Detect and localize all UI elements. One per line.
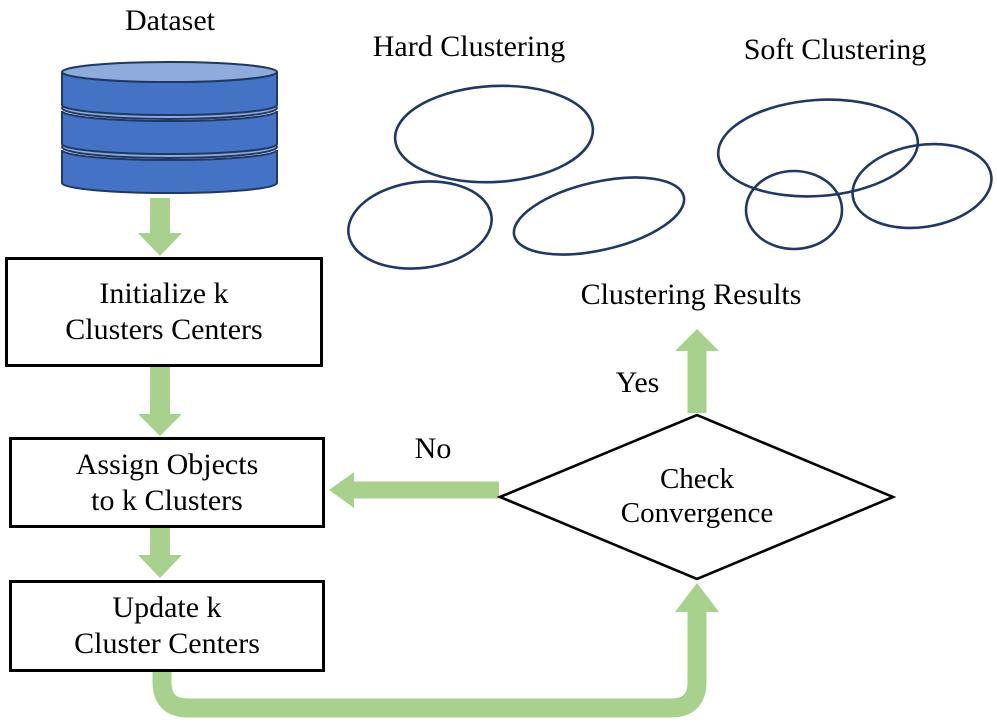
yes-label: Yes [615, 366, 660, 399]
hard-clustering-ellipses [347, 84, 686, 270]
cluster-ellipse [393, 84, 595, 184]
soft-clustering-ellipses [716, 98, 993, 251]
step-update-box: Update k Cluster Centers [9, 580, 325, 672]
decision-diamond [496, 413, 897, 581]
step-assign-label: Assign Objects to k Clusters [75, 447, 259, 517]
arrow-dataset-to-initialize [138, 198, 182, 256]
step-initialize-label: Initialize k Clusters Centers [65, 277, 263, 346]
cluster-ellipse [512, 176, 686, 256]
step-initialize-box: Initialize k Clusters Centers [5, 257, 323, 367]
decision-label: Check Convergence [620, 463, 774, 529]
step-update-label: Update k Cluster Centers [74, 591, 260, 660]
cluster-ellipse [851, 142, 993, 230]
soft-clustering-label: Soft Clustering [743, 33, 927, 66]
arrow-yes-to-results [675, 329, 719, 413]
arrow-assign-to-update [138, 526, 182, 578]
cluster-ellipse [716, 98, 920, 198]
dataset-label: Dataset [125, 4, 215, 37]
arrow-no-convergence-to-assign [329, 472, 499, 508]
cluster-ellipse [347, 180, 493, 270]
hard-clustering-label: Hard Clustering [372, 30, 566, 63]
arrow-update-to-convergence [152, 583, 719, 718]
step-assign-box: Assign Objects to k Clusters [9, 437, 325, 528]
cluster-ellipse [744, 169, 844, 251]
clustering-results-label: Clustering Results [580, 278, 802, 311]
database-icon [61, 61, 278, 194]
no-label: No [414, 432, 452, 465]
arrow-initialize-to-assign [138, 366, 182, 436]
